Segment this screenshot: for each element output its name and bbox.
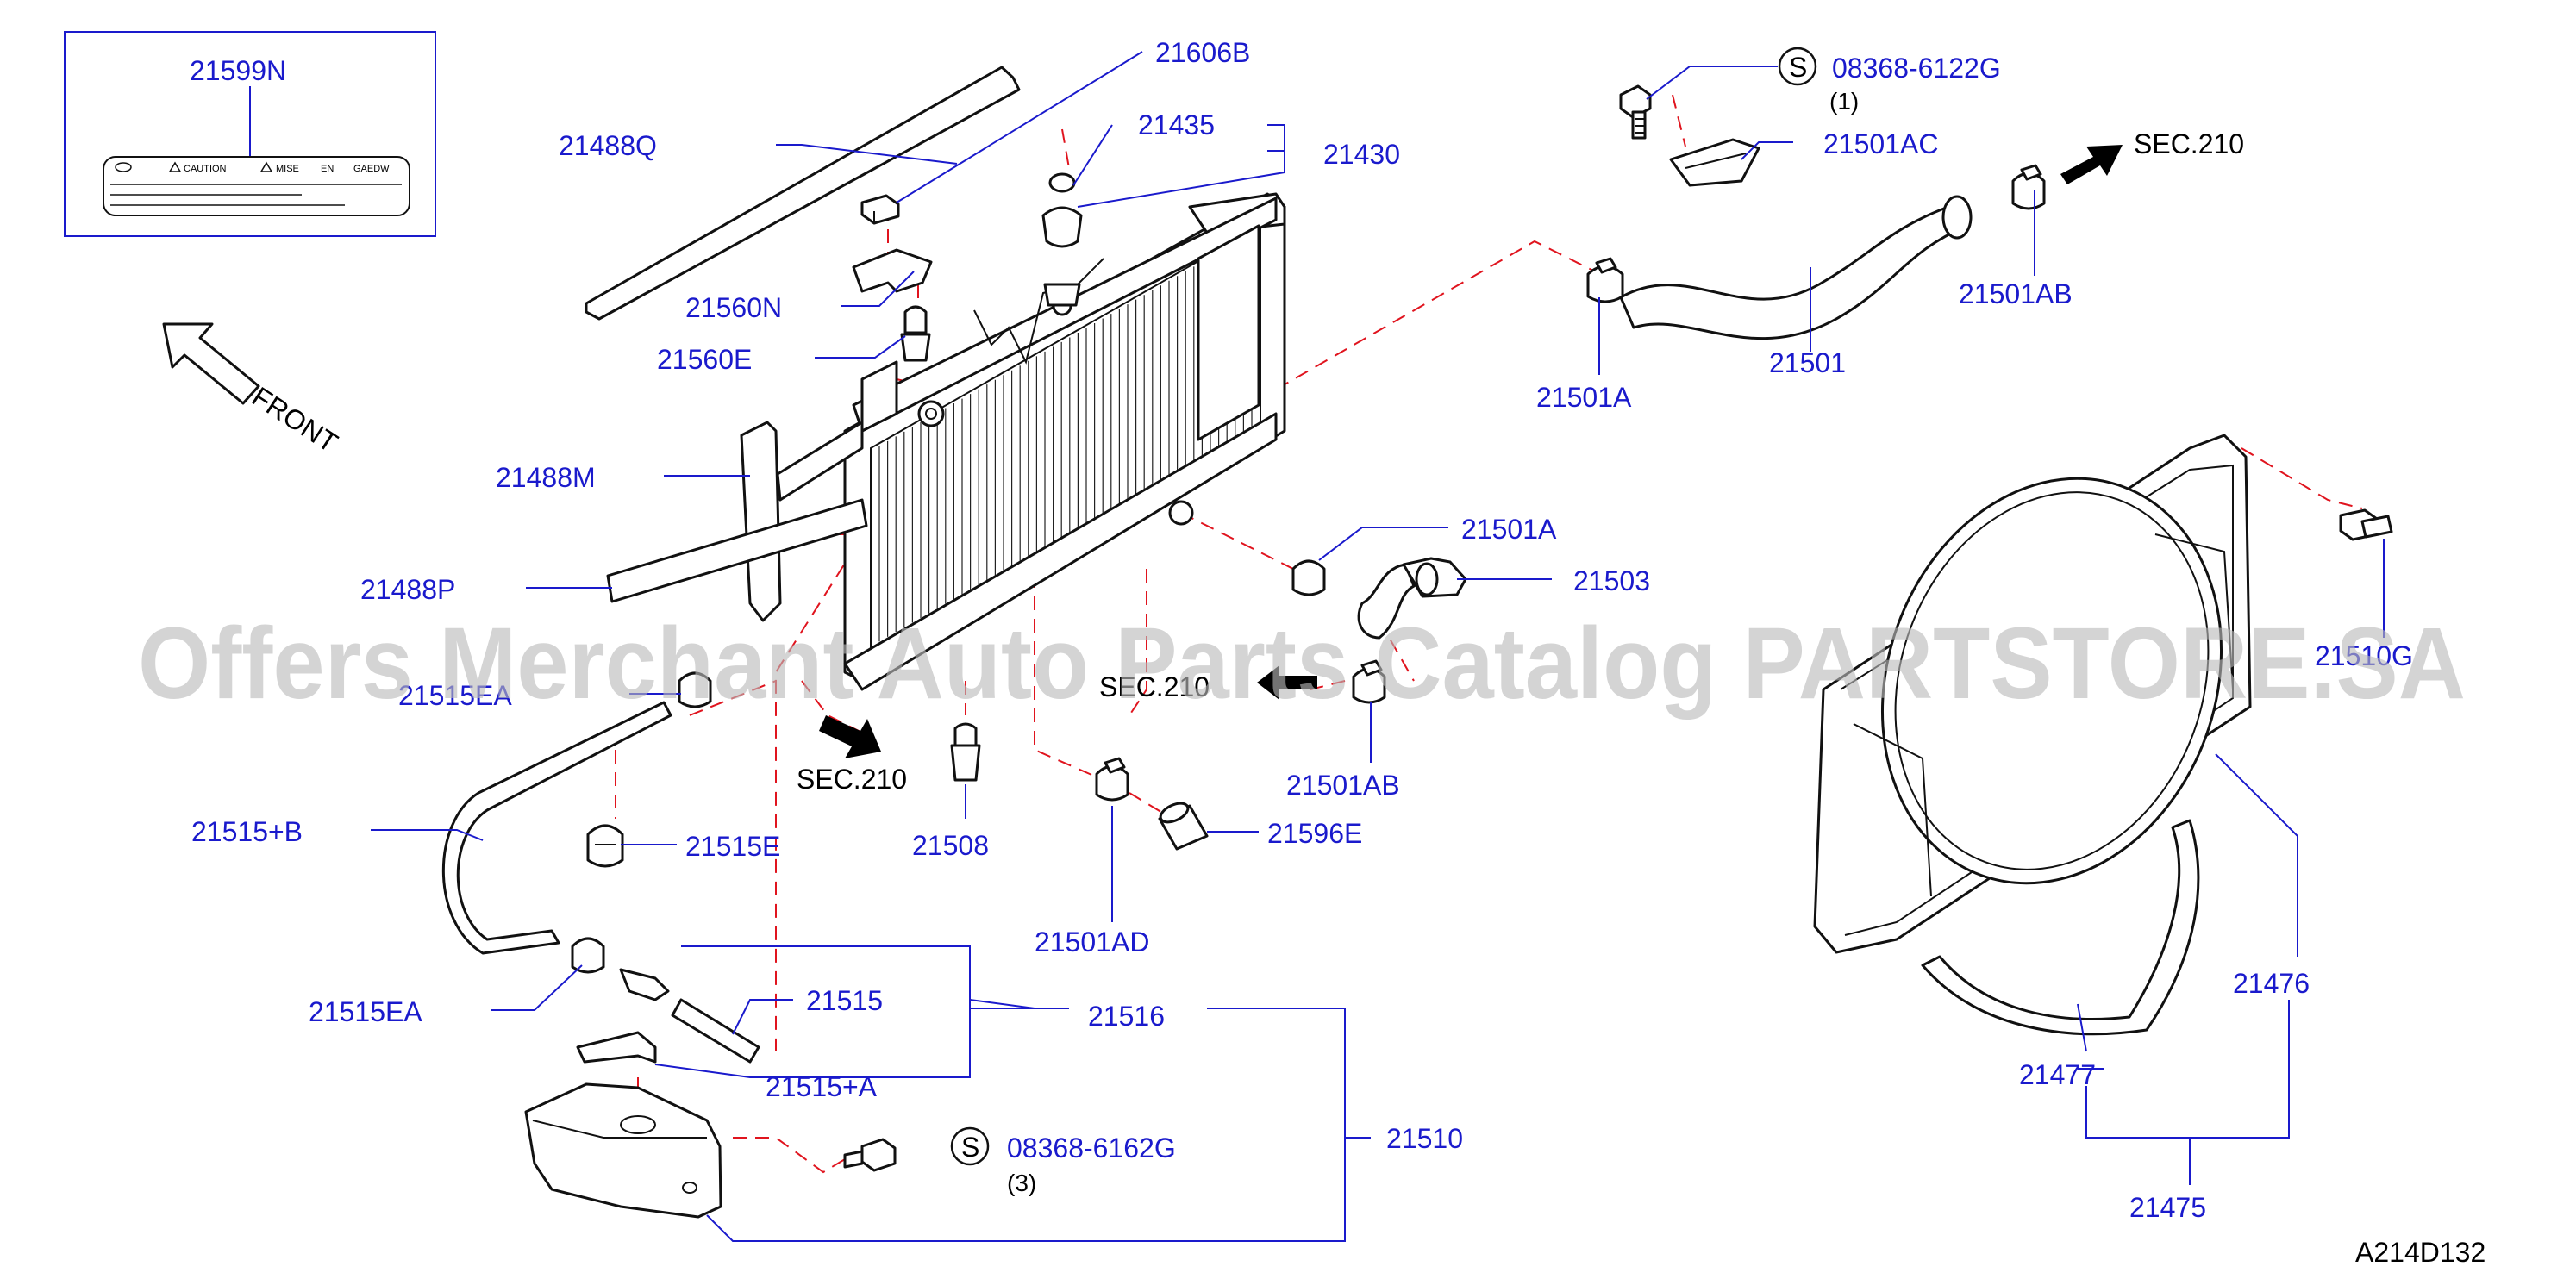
clamp-21501AB-lower [1352,659,1386,704]
upper-hose-21501 [1619,195,1973,340]
seal-21488M [740,421,864,622]
clamp-21515EA-lower [571,937,605,974]
screw-symbol-upper: S [1789,52,1807,83]
drawing-code: A214D132 [2355,1237,2485,1268]
clamp-21501AB-upper [2011,164,2046,210]
drain-plug-21508 [950,722,981,782]
screw-part-label-08368-6122G: 08368-6122G [1832,53,2001,84]
front-arrow-icon [162,322,260,405]
part-label-21435: 21435 [1138,109,1215,140]
sec210-arrow-left-icon [819,715,881,758]
part-label-21560E: 21560E [657,344,752,375]
clamp-21501A-lower [1291,559,1326,596]
inset-label-text: GAEDW [353,164,390,174]
part-label-21560N: 21560N [685,292,782,323]
part-label-21516: 21516 [1088,1001,1165,1032]
screw-08368-6162G [843,1138,897,1172]
bolt-21510G [2339,508,2393,541]
overflow-hose-21515-B [441,701,672,955]
part-label-21488Q: 21488Q [559,130,657,161]
mount-21560E [900,305,931,362]
screw-symbol-lower: S [961,1132,979,1163]
watermark-text: Offers Merchant Auto Parts Catalog PARTS… [138,607,2466,721]
part-label-21606B: 21606B [1155,37,1250,68]
seal-strip-21488Q [585,66,1021,321]
section-ref-mid: SEC.210 [1099,671,1210,702]
leader-lines [371,51,2385,1242]
inset-label-text: CAUTION [184,164,227,174]
inset-label-text: EN [321,164,334,174]
screw-08368-6122G [1619,84,1652,140]
shroud-lower-21477 [1921,819,2200,1036]
part-label-21515EA-upper: 21515EA [398,680,512,711]
screw-quantity-lower: (3) [1007,1170,1036,1196]
screw-symbol-icon [950,1126,990,1166]
part-label-21501AB-lower: 21501AB [1286,770,1400,801]
cap-21596E [1158,802,1209,851]
part-label-21488M: 21488M [496,462,596,493]
part-label-21501A-upper: 21501A [1536,382,1632,413]
part-label-21501AB-upper: 21501AB [1959,278,2073,309]
part-label-21508: 21508 [912,830,989,861]
inset-caution-label-box [64,31,436,237]
part-label-21475: 21475 [2129,1192,2206,1223]
part-label-21503: 21503 [1573,565,1650,596]
clamp-21515EA-upper [678,671,712,708]
part-label-21596E: 21596E [1267,818,1362,849]
part-label-21488P: 21488P [360,574,455,605]
part-label-21599N: 21599N [190,55,286,86]
part-label-21501AD: 21501AD [1035,926,1149,958]
part-label-21515EA-lower: 21515EA [309,996,422,1027]
part-label-21515E: 21515E [685,831,780,862]
part-label-21501AC: 21501AC [1823,128,1938,159]
front-label: FRONT [247,381,343,459]
part-label-21476: 21476 [2233,968,2310,999]
part-label-21501A-lower: 21501A [1461,514,1557,545]
part-label-21510: 21510 [1386,1123,1463,1154]
part-label-21515: 21515 [806,985,883,1016]
inset-label-text: MISE [276,164,299,174]
bracket-21501AC [1669,138,1760,187]
clamp-21515E [586,824,624,868]
connector-21515-A [576,968,670,1064]
hose-21515 [671,998,760,1064]
part-label-21477: 21477 [2019,1059,2096,1090]
sec210-arrow-upper-icon [2060,145,2123,184]
radiator-cap [1041,172,1083,316]
part-labels: 21599N 21606B 21488Q 21435 21430 21560N … [184,37,2485,1268]
screw-part-label-08368-6162G: 08368-6162G [1007,1132,1176,1164]
reservoir-tank-21510 [524,1082,722,1219]
part-label-21430: 21430 [1323,139,1400,170]
screw-quantity-upper: (1) [1829,88,1859,115]
screw-symbol-icon [1778,47,1817,86]
part-label-21515-A: 21515+A [766,1071,878,1102]
section-ref-upper: SEC.210 [2134,128,2244,159]
bracket-21560N [852,248,933,293]
lower-hose-21503 [1357,557,1467,640]
part-label-21510G: 21510G [2315,640,2413,671]
fan-shroud-21476 [1813,434,2252,954]
part-label-21515-B: 21515+B [191,816,303,847]
sec210-arrow-mid-icon [1257,665,1317,700]
clamp-21501AD [1095,757,1129,802]
bolt-21606B [860,194,900,225]
seal-strip-21488P [606,498,868,603]
part-label-21501: 21501 [1769,347,1846,378]
clamp-21501A-upper [1586,257,1624,303]
section-ref-left: SEC.210 [797,764,907,795]
